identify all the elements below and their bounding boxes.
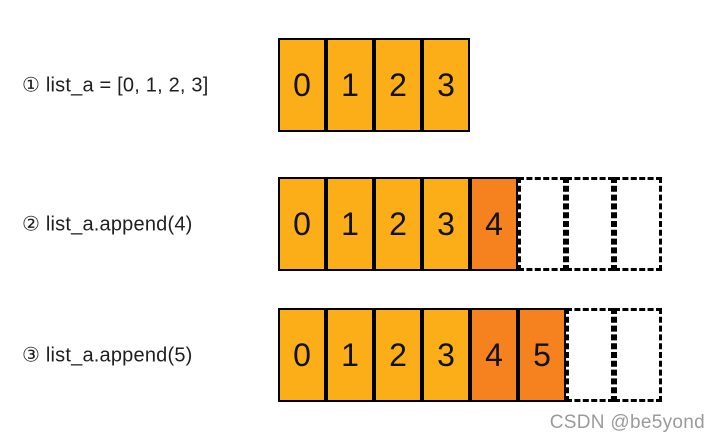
list-cell-appended: 4	[470, 308, 518, 402]
list-cell: 1	[326, 308, 374, 402]
list-cell: 2	[374, 308, 422, 402]
empty-slot	[566, 177, 614, 271]
watermark: CSDN @be5yond	[549, 412, 705, 433]
empty-slot	[566, 308, 614, 402]
list-cell: 3	[422, 38, 470, 132]
step-label-2: ② list_a.append(4)	[22, 213, 193, 236]
step-label-3: ③ list_a.append(5)	[22, 344, 193, 367]
list-cell: 1	[326, 38, 374, 132]
step-label-1: ① list_a = [0, 1, 2, 3]	[22, 74, 209, 97]
list-cell: 0	[278, 38, 326, 132]
list-cell: 2	[374, 38, 422, 132]
list-cell: 0	[278, 177, 326, 271]
empty-slot	[518, 177, 566, 271]
list-cell: 0	[278, 308, 326, 402]
list-cell: 2	[374, 177, 422, 271]
list-cell-appended: 4	[470, 177, 518, 271]
list-cell: 3	[422, 177, 470, 271]
list-cell: 1	[326, 177, 374, 271]
empty-slot	[614, 177, 662, 271]
list-cell: 3	[422, 308, 470, 402]
empty-slot	[614, 308, 662, 402]
list-cell-appended: 5	[518, 308, 566, 402]
